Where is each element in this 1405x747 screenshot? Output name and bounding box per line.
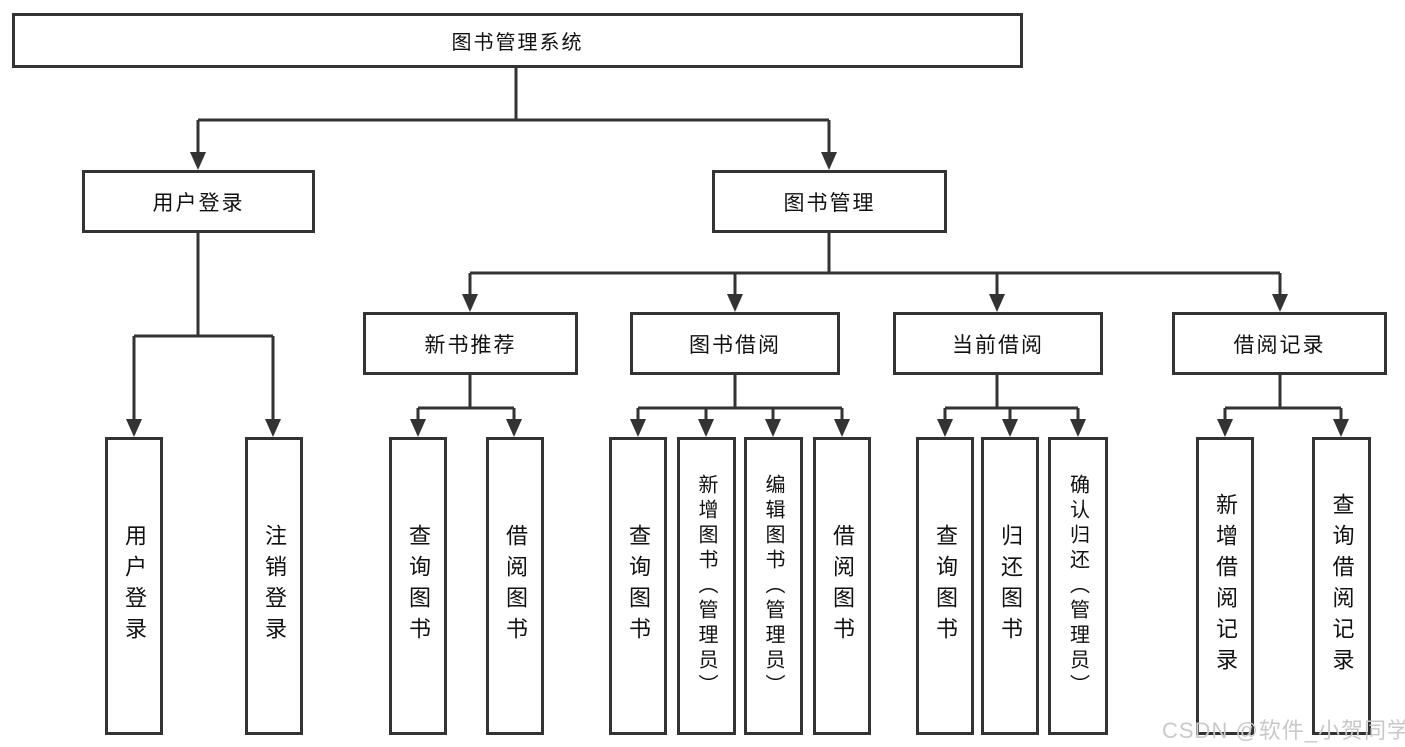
node-user-login: 用户登录	[82, 170, 315, 233]
leaf-query-borrow-record: 查询借阅记录	[1312, 437, 1371, 735]
leaf-add-borrow-record: 新增借阅记录	[1196, 437, 1254, 735]
node-current-borrowing: 当前借阅	[893, 312, 1103, 375]
node-borrowing-records-label: 借阅记录	[1233, 333, 1326, 357]
branch-borrow-records	[1223, 375, 1343, 425]
node-new-book-recommendation-label: 新书推荐	[424, 333, 517, 357]
leaf-borrow-books-borrowing: 借阅图书	[813, 437, 871, 735]
leaf-logout-label: 注销登录	[262, 524, 287, 648]
branch-new-book	[416, 375, 516, 425]
leaf-borrow-books-recommend: 借阅图书	[486, 437, 544, 735]
node-book-borrowing: 图书借阅	[630, 312, 840, 375]
node-book-borrowing-label: 图书借阅	[689, 333, 781, 357]
leaf-query-books-current-label: 查询图书	[933, 524, 958, 648]
node-current-borrowing-label: 当前借阅	[952, 333, 1044, 357]
node-borrowing-records: 借阅记录	[1172, 312, 1387, 375]
branch-book-borrowing	[636, 375, 844, 425]
leaf-confirm-return-admin: 确认归还（管理员）	[1048, 437, 1108, 735]
branch-user-login	[132, 233, 275, 425]
leaf-query-borrow-record-label: 查询借阅记录	[1329, 493, 1355, 679]
leaf-edit-book-admin: 编辑图书（管理员）	[744, 437, 803, 735]
branch-current-borrowing	[943, 375, 1080, 425]
leaf-return-books-label: 归还图书	[998, 524, 1023, 648]
node-book-management: 图书管理	[712, 170, 947, 233]
leaf-add-book-admin-label: 新增图书（管理员）	[695, 473, 717, 699]
node-book-management-label: 图书管理	[783, 191, 876, 215]
leaf-borrow-books-borrowing-label: 借阅图书	[830, 524, 855, 648]
arrowheads	[126, 152, 1349, 437]
leaf-return-books: 归还图书	[981, 437, 1039, 735]
node-new-book-recommendation: 新书推荐	[363, 312, 578, 375]
leaf-edit-book-admin-label: 编辑图书（管理员）	[762, 473, 784, 699]
node-root-label: 图书管理系统	[451, 32, 584, 54]
csdn-watermark: CSDN @软件_小贺同学	[1162, 718, 1405, 743]
branch-book-management	[468, 233, 1282, 300]
branch-root	[196, 68, 831, 158]
leaf-query-books-borrowing: 查询图书	[609, 437, 667, 735]
node-root: 图书管理系统	[12, 13, 1023, 68]
leaf-user-login-label: 用户登录	[122, 524, 147, 648]
leaf-query-books-borrowing-label: 查询图书	[626, 524, 651, 648]
leaf-query-books-recommend: 查询图书	[389, 437, 447, 735]
leaf-query-books-recommend-label: 查询图书	[406, 524, 431, 648]
leaf-add-borrow-record-label: 新增借阅记录	[1213, 493, 1238, 679]
leaf-confirm-return-admin-label: 确认归还（管理员）	[1066, 473, 1089, 699]
leaf-add-book-admin: 新增图书（管理员）	[677, 437, 736, 735]
leaf-user-login: 用户登录	[105, 437, 163, 735]
node-user-login-label: 用户登录	[152, 191, 245, 215]
leaf-query-books-current: 查询图书	[916, 437, 974, 735]
leaf-logout: 注销登录	[245, 437, 303, 735]
leaf-borrow-books-recommend-label: 借阅图书	[503, 524, 528, 648]
